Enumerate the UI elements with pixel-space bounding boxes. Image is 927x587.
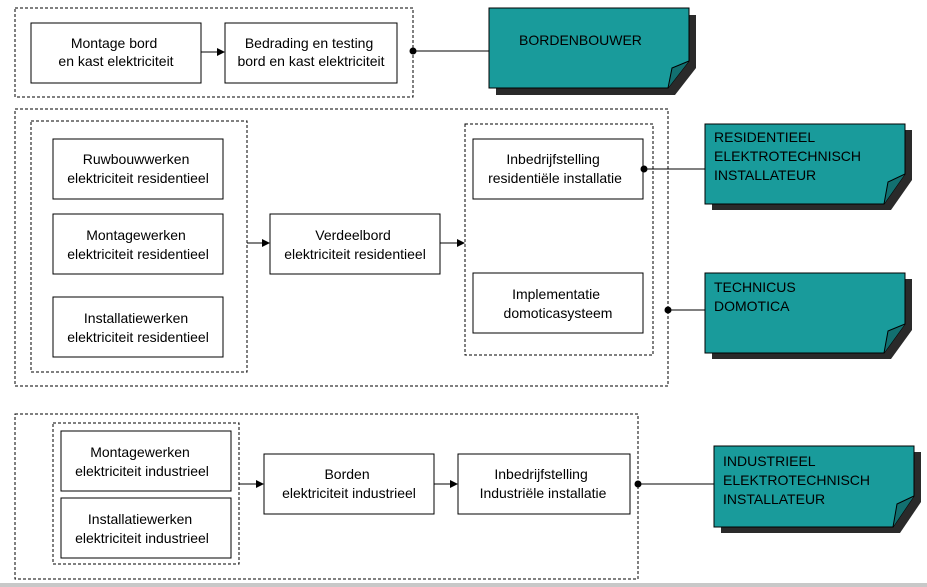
step-installatie-res-box: [52, 296, 224, 358]
step-verdeelbord-box: [269, 213, 441, 275]
step-bedrading-box: [224, 22, 398, 84]
step-inbedrijf-ind: Inbedrijfstelling Industriële installati…: [480, 466, 607, 501]
bottom-scroll-edge: [0, 583, 927, 587]
step-borden-line-1: Borden: [324, 466, 369, 482]
group-industrieel-werken: [52, 422, 240, 565]
step-verdeelbord-line-1: Verdeelbord: [315, 227, 391, 243]
step-montage-ind-box: [60, 430, 232, 492]
step-domotica-box: [472, 272, 644, 334]
connector-dot-bordenbouwer: [409, 47, 417, 55]
step-installatie-ind-box: [60, 497, 232, 559]
role-note-domotica: TECHNICUS DOMOTICA: [704, 272, 912, 359]
role-domotica-line-1: TECHNICUS: [714, 279, 796, 295]
step-montage-bord-box: [30, 22, 202, 84]
svg-text:RESIDENTIEEL ELEKTROTECH: RESIDENTIEEL ELEKTROTECHNISCH INSTALLATE…: [714, 129, 865, 183]
step-installatie-ind-line-1: Installatiewerken: [88, 511, 192, 527]
step-inbedrijf-res-box: [472, 138, 644, 200]
connector-dot-residentieel: [640, 165, 648, 173]
step-verdeelbord-line-2: elektriciteit residentieel: [284, 246, 426, 262]
step-ruwbouw-box: [52, 138, 224, 200]
step-inbedrijf-res: Inbedrijfstelling residentiële installat…: [488, 151, 622, 186]
role-industrieel-line-1: INDUSTRIEEL: [723, 453, 816, 469]
step-montage-res: Montagewerken elektriciteit residentieel: [67, 227, 209, 262]
step-montage-bord-line-2: en kast elektriciteit: [58, 53, 173, 69]
role-residentieel-line-1: RESIDENTIEEL: [714, 129, 815, 145]
step-borden-line-2: elektriciteit industrieel: [282, 485, 416, 501]
role-note-industrieel: INDUSTRIEEL ELEKTROTECHNISCH INSTALLATEU…: [713, 445, 921, 533]
connector-dot-industrieel: [634, 480, 642, 488]
role-residentieel-line-3: INSTALLATEUR: [714, 167, 816, 183]
role-industrieel-line-3: INSTALLATEUR: [723, 491, 825, 507]
step-bedrading-line-2: bord en kast elektriciteit: [237, 53, 384, 69]
role-residentieel-line-2: ELEKTROTECHNISCH: [714, 148, 861, 164]
step-montage-ind-line-2: elektriciteit industrieel: [75, 463, 209, 479]
step-bedrading: Bedrading en testing bord en kast elektr…: [237, 35, 384, 69]
group-industrieel: [14, 413, 639, 580]
step-inbedrijf-res-line-1: Inbedrijfstelling: [506, 151, 599, 167]
step-ruwbouw: Ruwbouwwerken elektriciteit residentieel: [67, 151, 209, 186]
step-domotica-line-1: Implementatie: [512, 286, 600, 302]
step-bedrading-line-1: Bedrading en testing: [245, 35, 373, 51]
step-montage-bord: Montage bord en kast elektriciteit: [58, 35, 173, 69]
step-installatie-ind-line-2: elektriciteit industrieel: [75, 530, 209, 546]
step-installatie-ind: Installatiewerken elektriciteit industri…: [75, 511, 209, 546]
step-borden-box: [263, 453, 435, 515]
step-verdeelbord: Verdeelbord elektriciteit residentieel: [284, 227, 426, 262]
step-montage-res-line-1: Montagewerken: [86, 227, 186, 243]
step-domotica-line-2: domoticasysteem: [504, 305, 613, 321]
role-industrieel-line-2: ELEKTROTECHNISCH: [723, 472, 870, 488]
step-inbedrijf-ind-line-1: Inbedrijfstelling: [494, 466, 587, 482]
step-inbedrijf-ind-line-2: Industriële installatie: [480, 485, 607, 501]
svg-text:TECHNICUS DOMOTICA: TECHNICUS DOMOTICA: [714, 279, 800, 314]
step-installatie-res-line-1: Installatiewerken: [84, 310, 188, 326]
step-montage-ind-line-1: Montagewerken: [90, 444, 190, 460]
svg-text:INDUSTRIEEL ELEKTROTECHN: INDUSTRIEEL ELEKTROTECHNISCH INSTALLATEU…: [723, 453, 874, 507]
step-montage-res-box: [52, 213, 224, 275]
role-note-bordenbouwer: BORDENBOUWER: [488, 7, 696, 95]
step-montage-ind: Montagewerken elektriciteit industrieel: [75, 444, 209, 479]
connector-dot-domotica: [664, 306, 672, 314]
step-installatie-res: Installatiewerken elektriciteit resident…: [67, 310, 209, 345]
group-residentieel-werken: [30, 120, 248, 373]
role-note-residentieel: RESIDENTIEEL ELEKTROTECHNISCH INSTALLATE…: [704, 123, 912, 210]
step-ruwbouw-line-2: elektriciteit residentieel: [67, 170, 209, 186]
group-residentieel: [14, 108, 669, 387]
svg-text:BORDENBOUWER: BORDENBOUWER: [519, 32, 642, 48]
step-inbedrijf-ind-box: [457, 453, 631, 515]
group-residentieel-oplevering: [464, 123, 654, 356]
step-montage-bord-line-1: Montage bord: [71, 35, 157, 51]
step-inbedrijf-res-line-2: residentiële installatie: [488, 170, 622, 186]
step-montage-res-line-2: elektriciteit residentieel: [67, 246, 209, 262]
role-domotica-line-2: DOMOTICA: [714, 298, 790, 314]
step-domotica: Implementatie domoticasysteem: [504, 286, 613, 321]
role-bordenbouwer-line-1: BORDENBOUWER: [519, 32, 642, 48]
step-borden: Borden elektriciteit industrieel: [282, 466, 416, 501]
step-installatie-res-line-2: elektriciteit residentieel: [67, 329, 209, 345]
step-ruwbouw-line-1: Ruwbouwwerken: [83, 151, 190, 167]
